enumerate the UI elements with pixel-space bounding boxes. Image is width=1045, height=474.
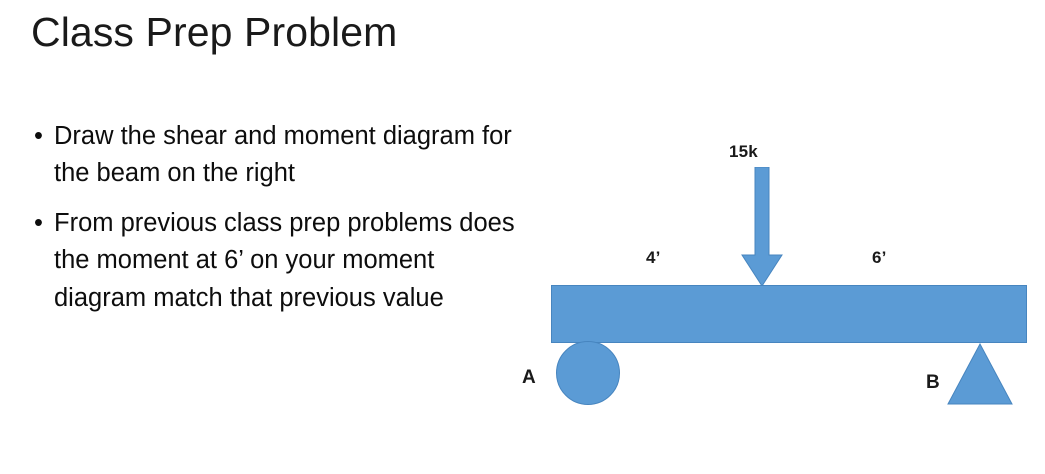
bullet-marker-icon: •	[34, 122, 43, 150]
support-label-b: B	[926, 372, 940, 393]
dimension-label-right: 6’	[872, 248, 887, 267]
load-label: 15k	[729, 142, 758, 161]
support-label-a: A	[522, 367, 536, 388]
dimension-label-left: 4’	[646, 248, 661, 267]
list-item-text: From previous class prep problems does t…	[54, 208, 515, 312]
roller-support-icon	[556, 341, 620, 405]
list-item: • Draw the shear and moment diagram for …	[28, 118, 528, 193]
bullet-marker-icon: •	[34, 208, 43, 237]
load-arrow-icon	[741, 167, 783, 287]
bullet-list: • Draw the shear and moment diagram for …	[28, 118, 528, 329]
beam-diagram: 15k 4’ 6’ A B	[510, 120, 1045, 420]
beam-member	[551, 285, 1027, 343]
page-title: Class Prep Problem	[31, 9, 398, 55]
list-item: • From previous class prep problems does…	[28, 205, 528, 317]
list-item-text: Draw the shear and moment diagram for th…	[54, 122, 512, 188]
pin-support-icon	[947, 343, 1013, 405]
